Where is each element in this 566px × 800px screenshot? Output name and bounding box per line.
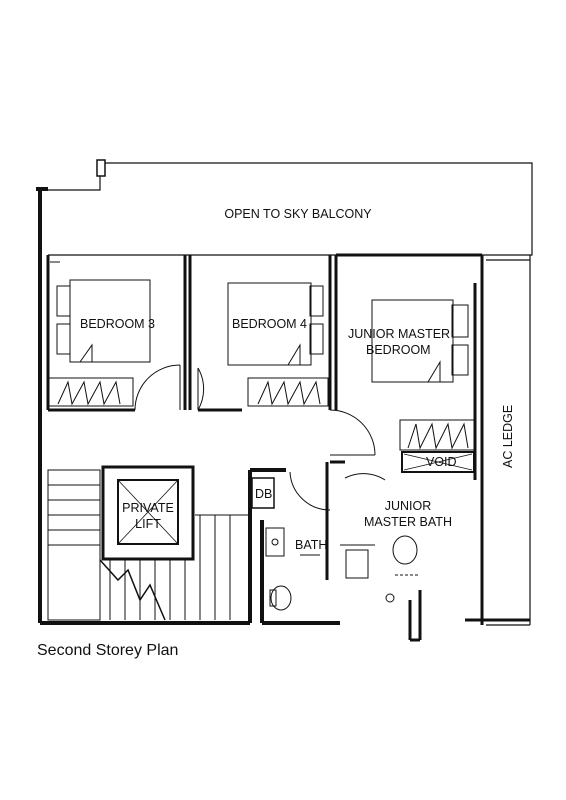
jm-bath-label-1: JUNIOR [385, 499, 432, 513]
junior-master-bed [371, 299, 469, 383]
door-swings [134, 364, 386, 511]
staircase [47, 469, 250, 621]
void-label: VOID [426, 455, 457, 469]
junior-master-wardrobe [399, 419, 476, 451]
exterior-walls [36, 187, 340, 625]
bedroom-4-wardrobe [247, 377, 329, 407]
db-box [251, 477, 275, 509]
ac-ledge-outline [486, 255, 531, 626]
junior-master-label-1: JUNIOR MASTER [348, 327, 450, 341]
bedroom-3-bed [50, 261, 151, 363]
ac-ledge-label: AC LEDGE [501, 405, 515, 468]
bedroom-4-bed [227, 282, 324, 366]
bedroom-4-label: BEDROOM 4 [232, 317, 307, 331]
lift-label-2: LIFT [135, 517, 161, 531]
jm-bath-label-2: MASTER BATH [364, 515, 452, 529]
junior-master-label-2: BEDROOM [366, 343, 431, 357]
bedroom-3-label: BEDROOM 3 [80, 317, 155, 331]
private-lift [101, 465, 195, 561]
db-label: DB [255, 487, 272, 501]
interior-walls [46, 253, 530, 642]
void-box [401, 451, 475, 473]
balcony-label: OPEN TO SKY BALCONY [224, 207, 372, 221]
bath-fixtures [265, 527, 420, 611]
lift-label-1: PRIVATE [122, 501, 174, 515]
bedroom-3-wardrobe [47, 377, 134, 407]
bath-label: BATH [295, 538, 327, 552]
plan-caption: Second Storey Plan [37, 642, 179, 659]
